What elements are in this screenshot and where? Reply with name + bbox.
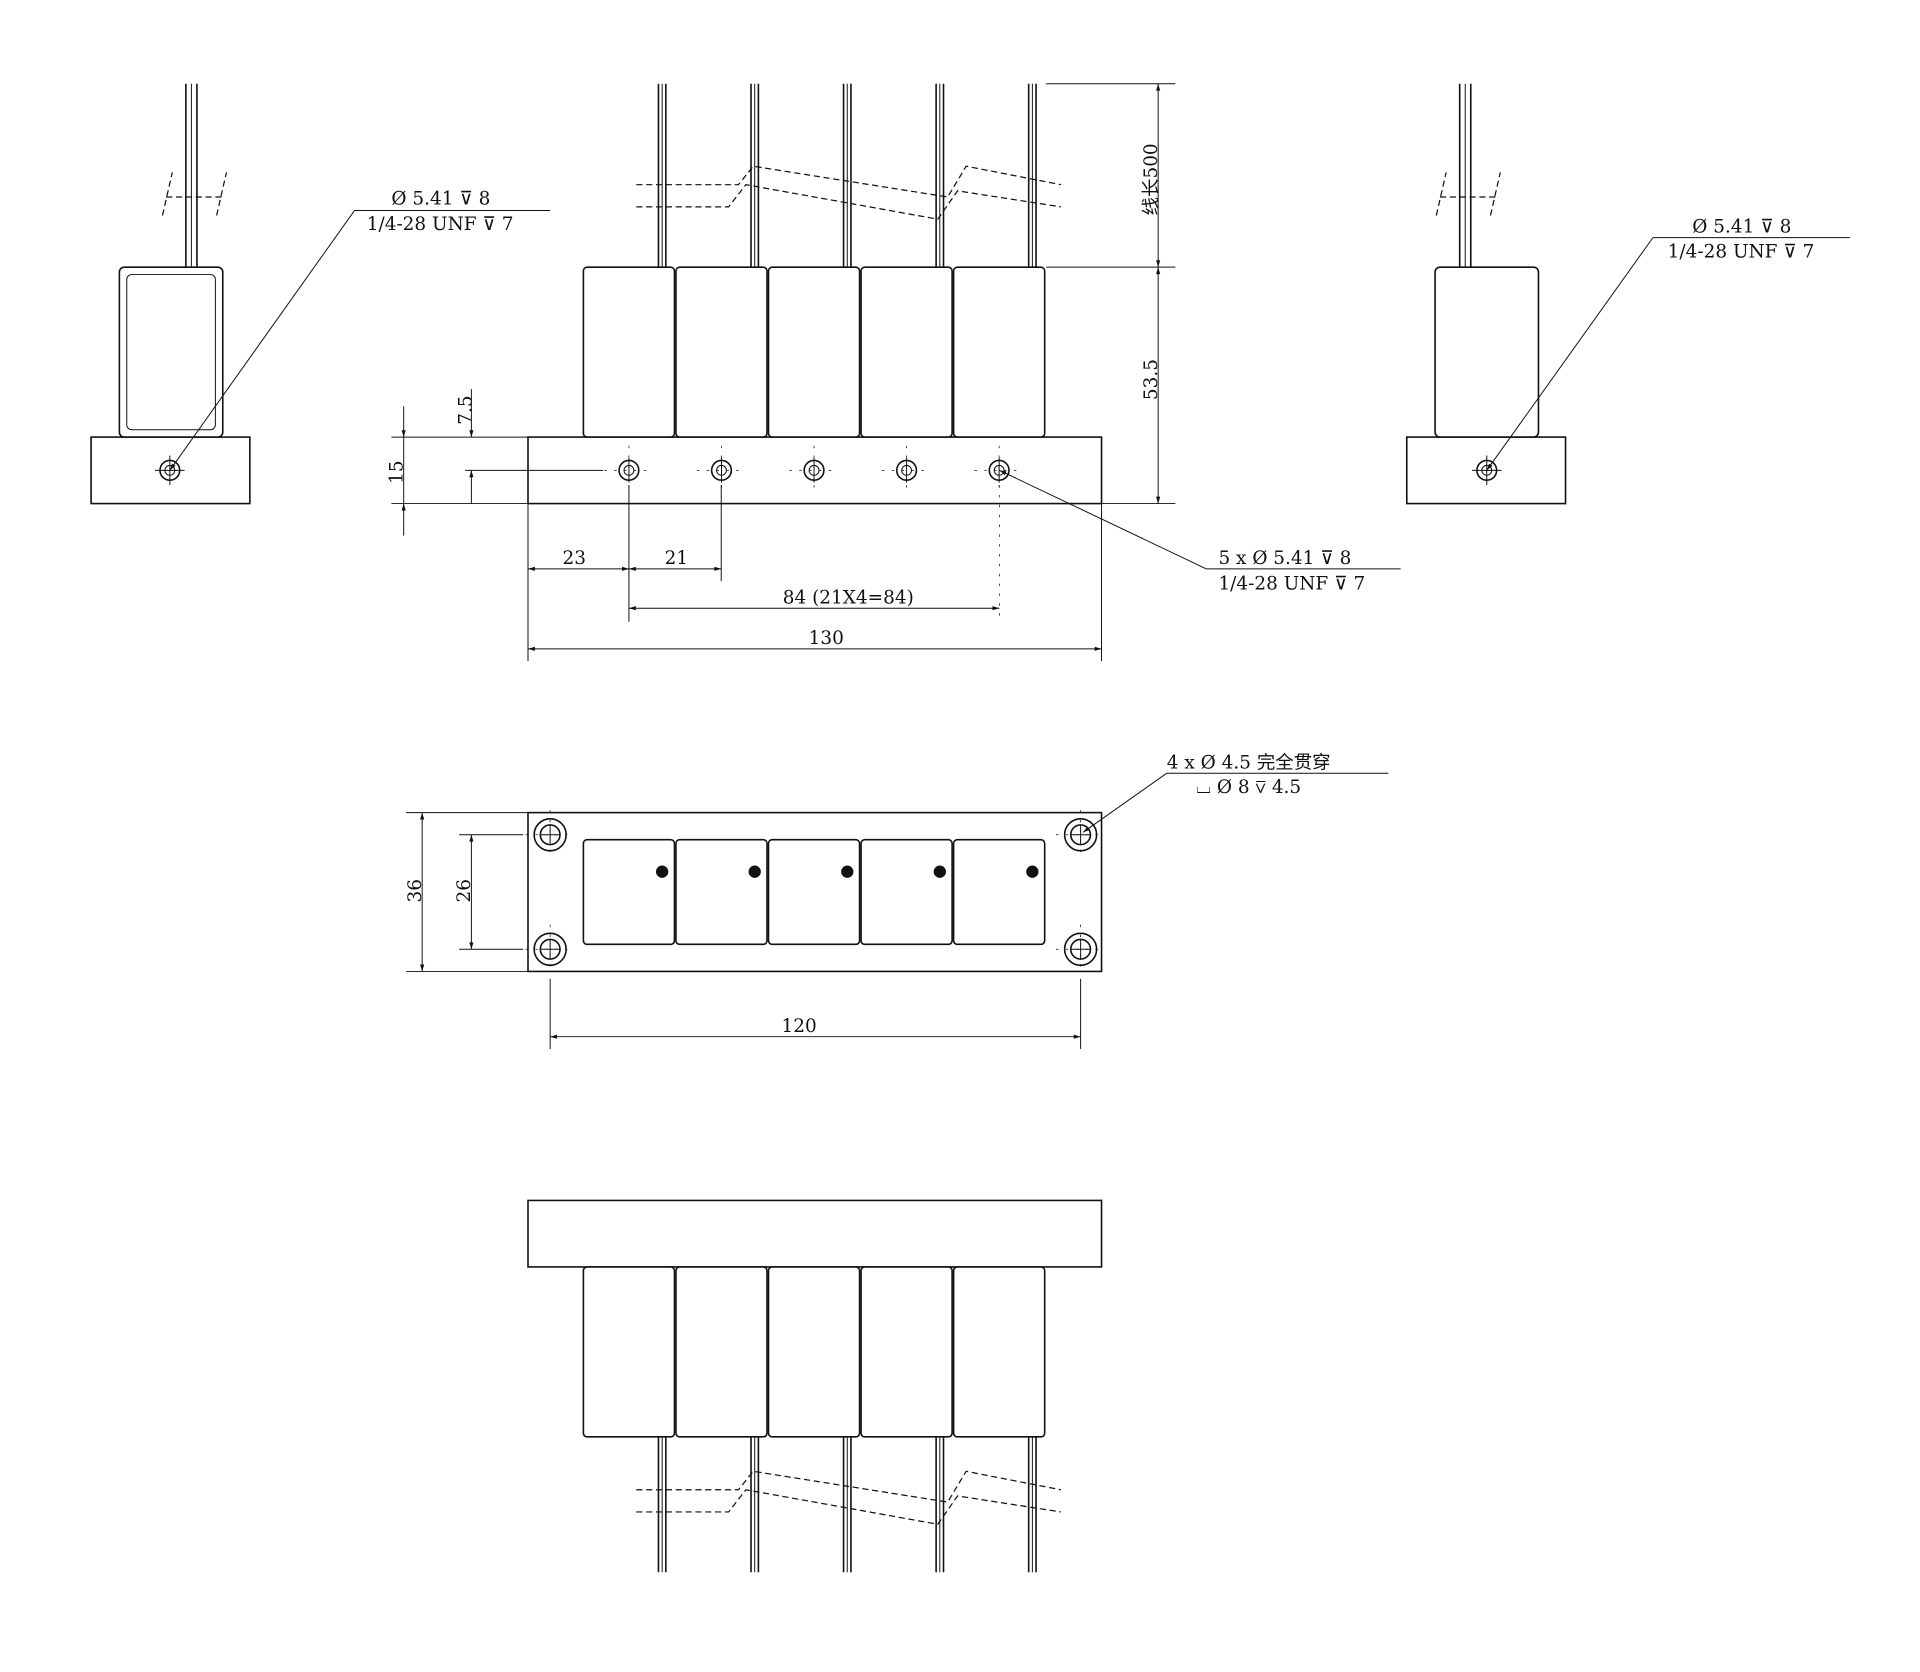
capacitor-bottom [675,1266,768,1573]
mounting-hole [525,924,575,974]
capacitor-wire [750,83,760,268]
capacitor-outline [860,838,953,946]
pitch-label: 21 [665,548,688,569]
capacitor-wire [750,1436,760,1573]
capacitor-body [767,266,861,438]
capacitor-top [767,838,861,946]
left-capacitor-inner [126,274,216,431]
total-width-label: 130 [809,628,844,649]
wire-break-lower [636,184,1062,220]
hole-spacing-y-label: 26 [454,879,475,902]
left-callout-line2: 1/4-28 UNF ⊽ 7 [367,214,514,235]
left-callout-line1: Ø 5.41 ⊽ 8 [391,188,490,209]
threaded-hole [604,445,654,493]
edge-offset-label: 23 [562,548,585,569]
capacitor-body [952,1266,1046,1438]
capacitor [582,83,676,493]
capacitor-body [767,1266,861,1438]
capacitor-bottom [952,1266,1046,1573]
top-view: 36 26 120 4 x Ø 4.5 完全贯穿 ⌴ Ø 8 ⊽ 4.5 [405,752,1389,1050]
capacitor-bottom [860,1266,953,1573]
height-label: 53.5 [1141,359,1162,400]
capacitor-wire [1027,83,1037,268]
right-leader-line [1486,237,1654,471]
capacitor-body [582,1266,676,1438]
capacitor-top [860,838,953,946]
front-capacitors [582,83,1046,493]
capacitor-body [582,266,676,438]
capacitor-wire [657,83,667,268]
right-capacitor-body [1434,266,1540,438]
front-view: 线长500 53.5 15 7.5 23 21 84 (21X4=84) 130… [386,83,1401,662]
top-callout-line2: ⌴ Ø 8 ⊽ 4.5 [1196,777,1301,798]
capacitor [860,83,953,493]
terminal-dot [748,865,761,878]
threaded-hole [789,445,839,493]
left-side-view: Ø 5.41 ⊽ 8 1/4-28 UNF ⊽ 7 [90,83,551,505]
bottom-base-block [527,1199,1103,1268]
right-callout-line1: Ø 5.41 ⊽ 8 [1692,217,1791,238]
right-side-view: Ø 5.41 ⊽ 8 1/4-28 UNF ⊽ 7 [1405,83,1850,505]
capacitor-top [582,838,676,946]
left-capacitor-body [118,266,224,438]
mounting-hole [1056,810,1106,860]
capacitor-wire [842,83,852,268]
top-capacitors [582,838,1046,946]
left-wire [161,83,228,268]
capacitor-bottom [582,1266,676,1573]
capacitor-body [675,266,768,438]
capacitor [952,83,1046,493]
terminal-dot [933,865,946,878]
depth-label: 36 [405,879,426,902]
capacitor-body [860,1266,953,1438]
terminal-dot [1026,865,1039,878]
capacitor [675,83,768,493]
right-wire [1435,83,1501,268]
front-leader-line [999,469,1207,570]
bottom-capacitors [582,1266,1046,1573]
capacitor-body [860,266,953,438]
terminal-dot [841,865,854,878]
capacitor-wire [935,83,945,268]
mounting-holes [525,810,1106,974]
hole-center-label: 7.5 [455,395,476,424]
base-height-label: 15 [386,460,407,483]
hole-spacing-x-label: 120 [782,1016,817,1037]
threaded-hole [974,445,1024,493]
wire-length-label: 线长500 [1141,143,1162,215]
capacitor [767,83,861,493]
mounting-hole [525,810,575,860]
capacitor-wire [657,1436,667,1573]
capacitor-outline [767,838,861,946]
front-callout-line1: 5 x Ø 5.41 ⊽ 8 [1218,548,1351,569]
bottom-wire-break-lower [636,1489,1062,1525]
capacitor-bottom [767,1266,861,1573]
threaded-hole [881,445,932,493]
capacitor-wire [1027,1436,1037,1573]
top-callout-line1: 4 x Ø 4.5 完全贯穿 [1167,752,1331,773]
threaded-hole [696,445,747,493]
capacitor-wire [842,1436,852,1573]
capacitor-top [675,838,768,946]
right-callout-line2: 1/4-28 UNF ⊽ 7 [1668,241,1815,262]
top-leader-line [1082,772,1168,833]
front-callout-line2: 1/4-28 UNF ⊽ 7 [1218,574,1365,595]
bottom-wire-break-upper [636,1470,1062,1503]
terminal-dot [656,865,669,878]
span-label: 84 (21X4=84) [783,587,914,608]
left-leader-line [169,210,355,471]
capacitor-wire [935,1436,945,1573]
capacitor-outline [675,838,768,946]
capacitor-body [675,1266,768,1438]
capacitor-body [952,266,1046,438]
wire-break-upper [636,165,1062,198]
bottom-view [527,1199,1103,1573]
capacitor-outline [582,838,676,946]
capacitor-top [952,838,1046,946]
mounting-hole [1056,924,1106,974]
capacitor-outline [952,838,1046,946]
